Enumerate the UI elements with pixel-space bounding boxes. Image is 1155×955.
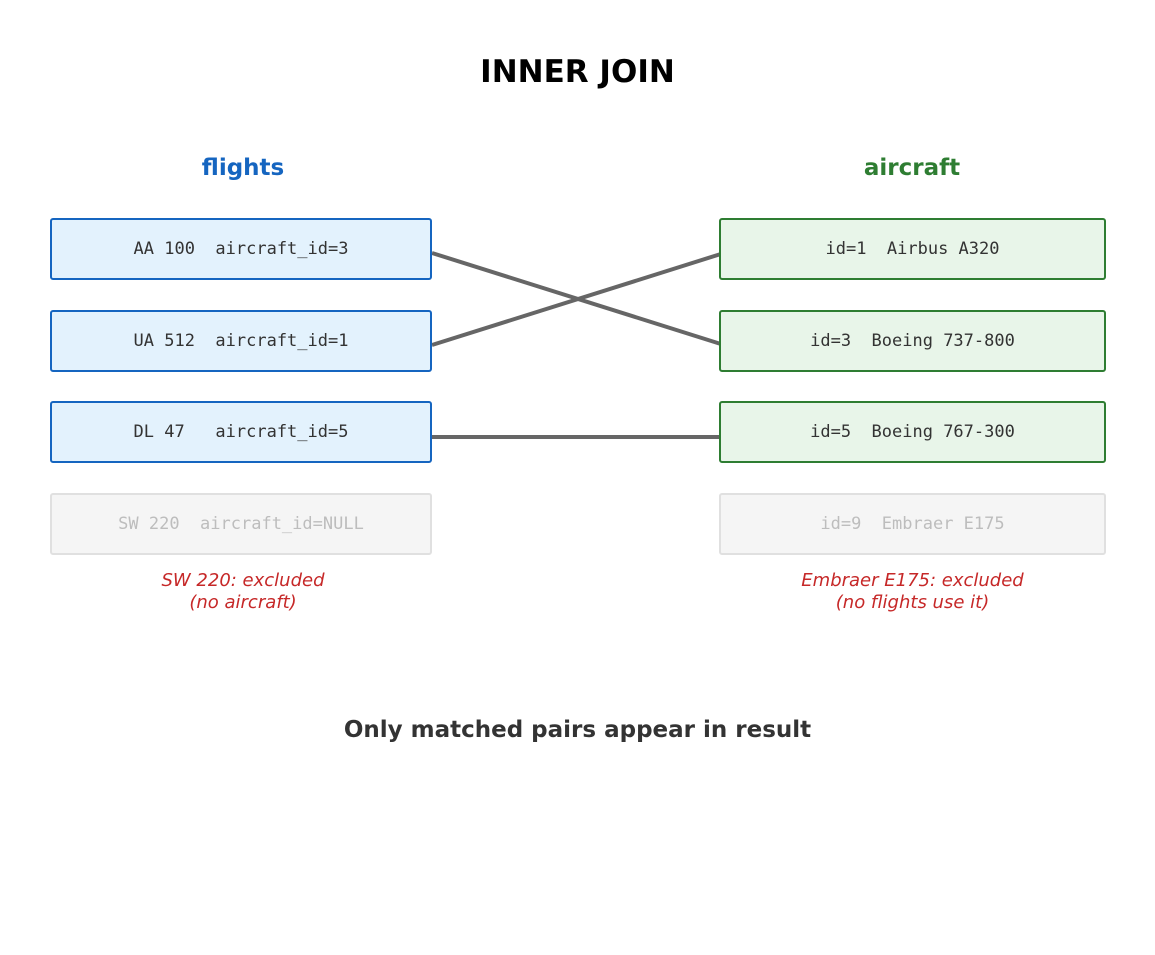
- join-link-0-1: [431, 251, 725, 347]
- diagram-title: INNER JOIN: [480, 54, 675, 90]
- aircraft-row-id5: id=5 Boeing 767-300: [719, 401, 1106, 463]
- footer-caption: Only matched pairs appear in result: [343, 717, 812, 743]
- flight-row-sw220-excluded: SW 220 aircraft_id=NULL: [50, 493, 432, 555]
- flight-row-aa100: AA 100 aircraft_id=3: [50, 218, 432, 280]
- flights-note-line2: (no aircraft): [189, 592, 297, 613]
- flights-note-line1: SW 220: excluded: [161, 570, 325, 591]
- aircraft-note-line1: Embraer E175: excluded: [801, 570, 1024, 591]
- flights-exclusion-note: SW 220: excluded (no aircraft): [50, 570, 436, 614]
- flight-row-dl47: DL 47 aircraft_id=5: [50, 401, 432, 463]
- aircraft-table-header: aircraft: [863, 155, 961, 181]
- aircraft-row-id9-excluded: id=9 Embraer E175: [719, 493, 1106, 555]
- aircraft-row-id1: id=1 Airbus A320: [719, 218, 1106, 280]
- join-link-1-0: [431, 251, 725, 347]
- flight-row-ua512: UA 512 aircraft_id=1: [50, 310, 432, 372]
- aircraft-row-id3: id=3 Boeing 737-800: [719, 310, 1106, 372]
- aircraft-note-line2: (no flights use it): [835, 592, 990, 613]
- aircraft-exclusion-note: Embraer E175: excluded (no flights use i…: [719, 570, 1106, 614]
- flights-table-header: flights: [201, 155, 285, 181]
